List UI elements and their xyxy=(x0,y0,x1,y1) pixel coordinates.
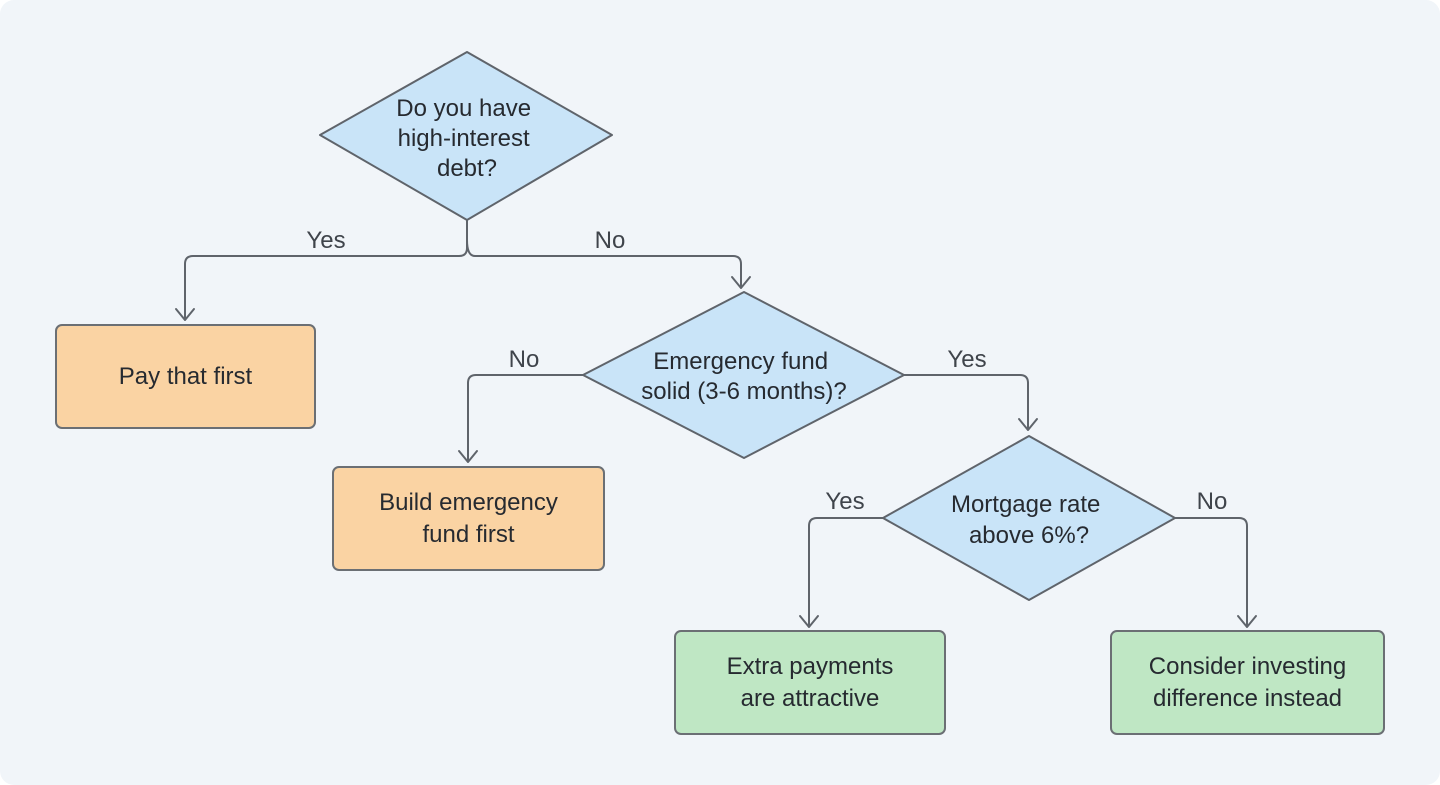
edge-label-debt-no: No xyxy=(595,227,626,254)
decision-line: debt? xyxy=(437,155,497,182)
connector-fund-no xyxy=(467,374,583,462)
decision-diamond xyxy=(582,291,905,459)
outcome-build-emergency-fund: Build emergency fund first xyxy=(332,466,605,571)
arrowhead-debt-yes xyxy=(175,308,195,321)
decision-text: Do you have high-interest debt? xyxy=(396,95,537,182)
decision-line: above 6%? xyxy=(969,522,1089,549)
outcome-pay-that-first: Pay that first xyxy=(55,324,316,429)
outcome-line: Pay that first xyxy=(118,362,253,390)
outcome-line: difference instead xyxy=(1152,684,1343,712)
connector-mortgage-no xyxy=(1175,517,1248,627)
decision-line: Emergency fund xyxy=(653,348,828,375)
decision-high-interest-debt: Do you have high-interest debt? xyxy=(319,51,613,221)
arrowhead-debt-no xyxy=(731,276,751,289)
outcome-line: Consider investing xyxy=(1148,652,1347,680)
edge-label-debt-yes: Yes xyxy=(306,227,345,254)
connector-mortgage-yes xyxy=(808,517,883,627)
decision-diamond xyxy=(882,435,1176,601)
outcome-line: Extra payments xyxy=(726,652,894,680)
decision-diamond xyxy=(319,51,613,221)
decision-line: high-interest xyxy=(398,125,530,152)
outcome-text: Consider investing difference instead xyxy=(1149,651,1346,715)
outcome-consider-investing: Consider investing difference instead xyxy=(1110,630,1385,735)
arrowhead-fund-yes xyxy=(1018,418,1038,431)
decision-line: Do you have xyxy=(396,95,531,122)
outcome-text: Build emergency fund first xyxy=(379,487,558,551)
decision-line: solid (3-6 months)? xyxy=(641,378,846,405)
decision-line: Mortgage rate xyxy=(951,491,1100,518)
connector-debt-yes xyxy=(184,220,468,320)
connector-debt-no xyxy=(466,239,742,288)
decision-text: Emergency fund solid (3-6 months)? xyxy=(641,348,846,405)
edge-label-mortgage-no: No xyxy=(1197,488,1228,515)
outcome-extra-payments: Extra payments are attractive xyxy=(674,630,946,735)
outcome-line: Build emergency xyxy=(379,488,558,516)
decision-emergency-fund: Emergency fund solid (3-6 months)? xyxy=(582,291,905,459)
edge-label-fund-yes: Yes xyxy=(947,346,986,373)
arrowhead-fund-no xyxy=(458,450,478,463)
decision-mortgage-rate: Mortgage rate above 6%? xyxy=(882,435,1176,601)
outcome-text: Pay that first xyxy=(119,361,252,393)
outcome-line: are attractive xyxy=(740,684,880,712)
edge-label-fund-no: No xyxy=(509,346,540,373)
edge-label-mortgage-yes: Yes xyxy=(825,488,864,515)
outcome-text: Extra payments are attractive xyxy=(727,651,894,715)
arrowhead-mortgage-no xyxy=(1237,615,1257,628)
connector-fund-yes xyxy=(904,374,1029,430)
outcome-line: fund first xyxy=(422,520,515,548)
decision-text: Mortgage rate above 6%? xyxy=(951,491,1107,549)
arrowhead-mortgage-yes xyxy=(799,615,819,628)
